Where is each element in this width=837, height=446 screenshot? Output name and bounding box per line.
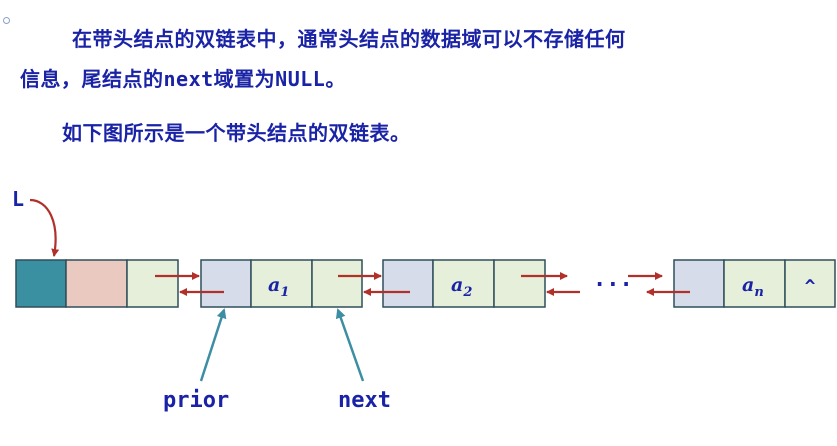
paragraph-line-2: 信息，尾结点的next域置为NULL。 (20, 63, 346, 92)
prior-cell (673, 259, 725, 308)
line2-post: 。 (325, 67, 346, 91)
node-an: an ^ (673, 259, 836, 308)
code-next: next (163, 67, 214, 91)
line2-mid: 域置为 (213, 67, 276, 91)
prior-pointer-arrow (199, 308, 227, 382)
head-cell-2 (65, 259, 128, 308)
node-a2: a2 (382, 259, 546, 308)
ellipsis: ··· (593, 273, 633, 298)
prior-cell (382, 259, 434, 308)
line2-pre: 信息，尾结点的 (20, 67, 164, 91)
next-pointer-arrow (335, 308, 365, 382)
node-an-label: an (742, 274, 764, 300)
bullet-marker (3, 17, 10, 24)
next-label: next (338, 388, 391, 413)
data-cell (723, 259, 786, 308)
null-symbol: ^ (805, 276, 816, 297)
head-pointer-arrow (29, 198, 60, 257)
next-cell (493, 259, 546, 308)
paragraph-line-1: 在带头结点的双链表中，通常头结点的数据域可以不存储任何 (72, 23, 626, 52)
head-cell-1 (15, 259, 67, 308)
paragraph-line-3: 如下图所示是一个带头结点的双链表。 (62, 117, 411, 146)
code-null: NULL (275, 67, 326, 91)
head-label-L: L (12, 187, 24, 211)
head-next-cell (126, 259, 179, 308)
null-next-cell (784, 259, 836, 308)
line3-text: 如下图所示是一个带头结点的双链表。 (62, 121, 411, 145)
node-a1-label: a1 (268, 274, 289, 300)
node-a1: a1 (200, 259, 363, 308)
prior-cell (200, 259, 252, 308)
head-node (15, 259, 179, 308)
next-cell (311, 259, 363, 308)
node-a2-label: a2 (451, 274, 472, 300)
prior-label: prior (163, 388, 229, 413)
line1-text: 在带头结点的双链表中，通常头结点的数据域可以不存储任何 (72, 27, 626, 51)
data-cell (432, 259, 495, 308)
